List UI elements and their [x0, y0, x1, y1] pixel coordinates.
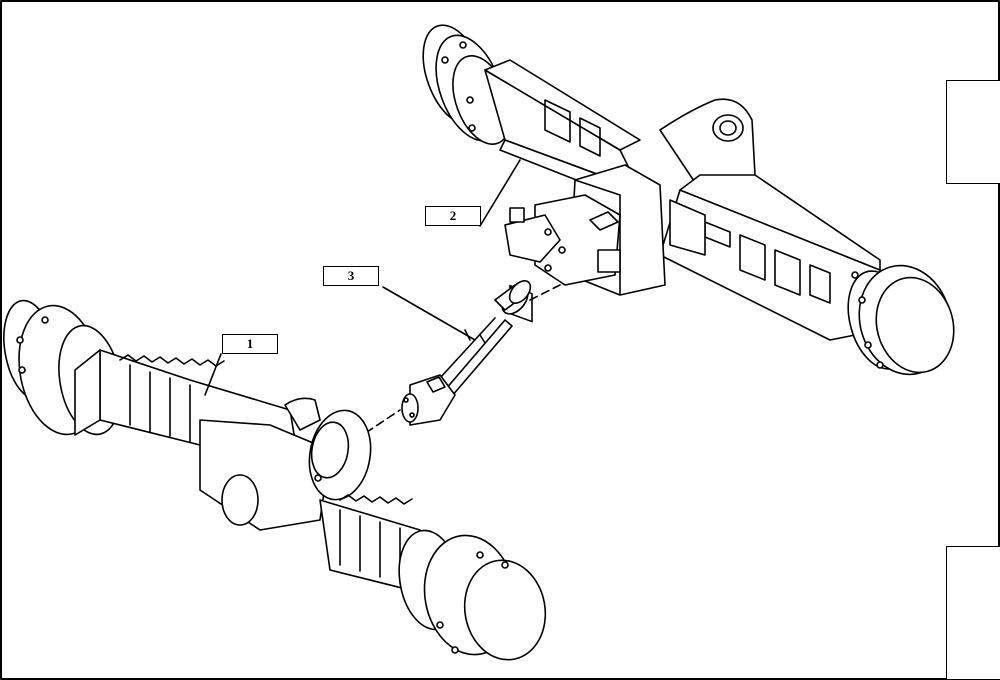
leader-line-3	[382, 286, 476, 341]
callout-1: 1	[222, 334, 278, 354]
front-axle	[3, 299, 547, 661]
callout-3: 3	[323, 266, 379, 286]
leader-line-1	[204, 353, 222, 396]
alignment-line	[529, 284, 561, 301]
edge-tab-bottom	[946, 546, 1000, 680]
leader-line-2	[479, 159, 521, 227]
rear-axle	[422, 24, 955, 376]
drive-shaft	[401, 279, 532, 426]
edge-tab-top	[946, 80, 1000, 184]
rear-differential-housing	[504, 164, 706, 296]
alignment-line	[354, 409, 401, 441]
callout-2: 2	[425, 206, 481, 226]
